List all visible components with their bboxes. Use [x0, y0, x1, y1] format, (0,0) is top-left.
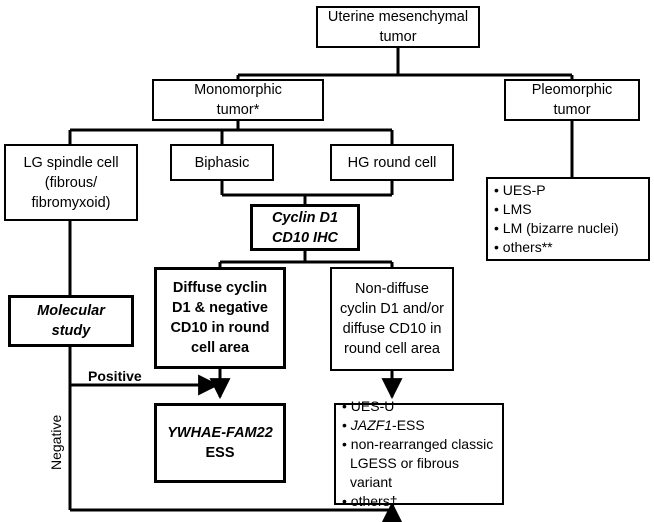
hg-round-label: HG round cell — [347, 154, 437, 171]
diffuse-line4: cell area — [190, 340, 250, 356]
monomorphic-node: Monomorphic tumor* — [152, 79, 324, 121]
nondiffuse-node: Non-diffuse cyclin D1 and/or diffuse CD1… — [330, 267, 454, 371]
ihc-node: Cyclin D1 CD10 IHC — [250, 204, 360, 251]
ywhae-ess: ESS — [205, 445, 235, 461]
pleo-item-lm: • LM (bizarre nuclei) — [494, 220, 619, 236]
outcome-item-jazf1: • JAZF1-ESS — [342, 417, 425, 433]
pleomorphic-line1: Pleomorphic — [531, 82, 613, 98]
molecular-line1: Molecular — [37, 303, 105, 319]
ywhae-node: YWHAE-FAM22 ESS — [154, 403, 286, 483]
lg-spindle-line3: fibromyxoid) — [31, 194, 111, 211]
hg-round-node: HG round cell — [330, 144, 454, 181]
pleomorphic-line2: tumor — [553, 102, 591, 118]
nondiffuse-line1: Non-diffuse — [355, 281, 429, 297]
diffuse-line1: Diffuse cyclin — [172, 280, 268, 296]
root-node: Uterine mesenchymal tumor — [316, 6, 480, 48]
positive-label: Positive — [88, 368, 142, 384]
lg-spindle-node: LG spindle cell (fibrous/ fibromyxoid) — [4, 144, 138, 221]
pleomorphic-list: • UES-P • LMS • LM (bizarre nuclei) • ot… — [486, 177, 650, 261]
biphasic-node: Biphasic — [170, 144, 274, 181]
outcome-list: • UES-U • JAZF1-ESS • non-rearranged cla… — [334, 398, 504, 509]
pleo-item-lms: • LMS — [494, 201, 532, 217]
lg-spindle-line1: LG spindle cell — [23, 154, 119, 171]
root-line2: tumor — [379, 29, 417, 45]
diffuse-line2: D1 & negative — [172, 300, 268, 316]
negative-label: Negative — [48, 414, 64, 470]
pleo-item-others: • others** — [494, 239, 553, 255]
diffuse-node: Diffuse cyclin D1 & negative CD10 in rou… — [154, 267, 286, 369]
outcome-item-classic-a: • non-rearranged classic — [342, 436, 494, 452]
ihc-line1: Cyclin D1 — [271, 209, 339, 226]
lg-spindle-line2: (fibrous/ — [44, 174, 98, 191]
pleomorphic-node: Pleomorphic tumor — [504, 79, 640, 121]
molecular-node: Molecular study — [8, 295, 134, 347]
outcome-item-others: • others† — [342, 493, 398, 509]
diffuse-line3: CD10 in round — [170, 320, 270, 336]
ihc-line2: CD10 IHC — [271, 229, 339, 246]
root-line1: Uterine mesenchymal — [327, 9, 469, 25]
nondiffuse-line3: diffuse CD10 in — [342, 321, 442, 337]
outcome-item-ues-u: • UES-U — [342, 398, 395, 414]
biphasic-label: Biphasic — [194, 154, 250, 171]
monomorphic-line1: Monomorphic — [194, 82, 282, 98]
monomorphic-line2: tumor* — [216, 102, 260, 118]
ywhae-gene: YWHAE-FAM22 — [167, 425, 273, 441]
outcome-item-classic-b: LGESS or fibrous variant — [350, 455, 459, 490]
molecular-line2: study — [51, 323, 91, 339]
nondiffuse-line4: round cell area — [344, 341, 440, 357]
pleo-item-ues-p: • UES-P — [494, 182, 546, 198]
nondiffuse-line2: cyclin D1 and/or — [340, 301, 444, 317]
